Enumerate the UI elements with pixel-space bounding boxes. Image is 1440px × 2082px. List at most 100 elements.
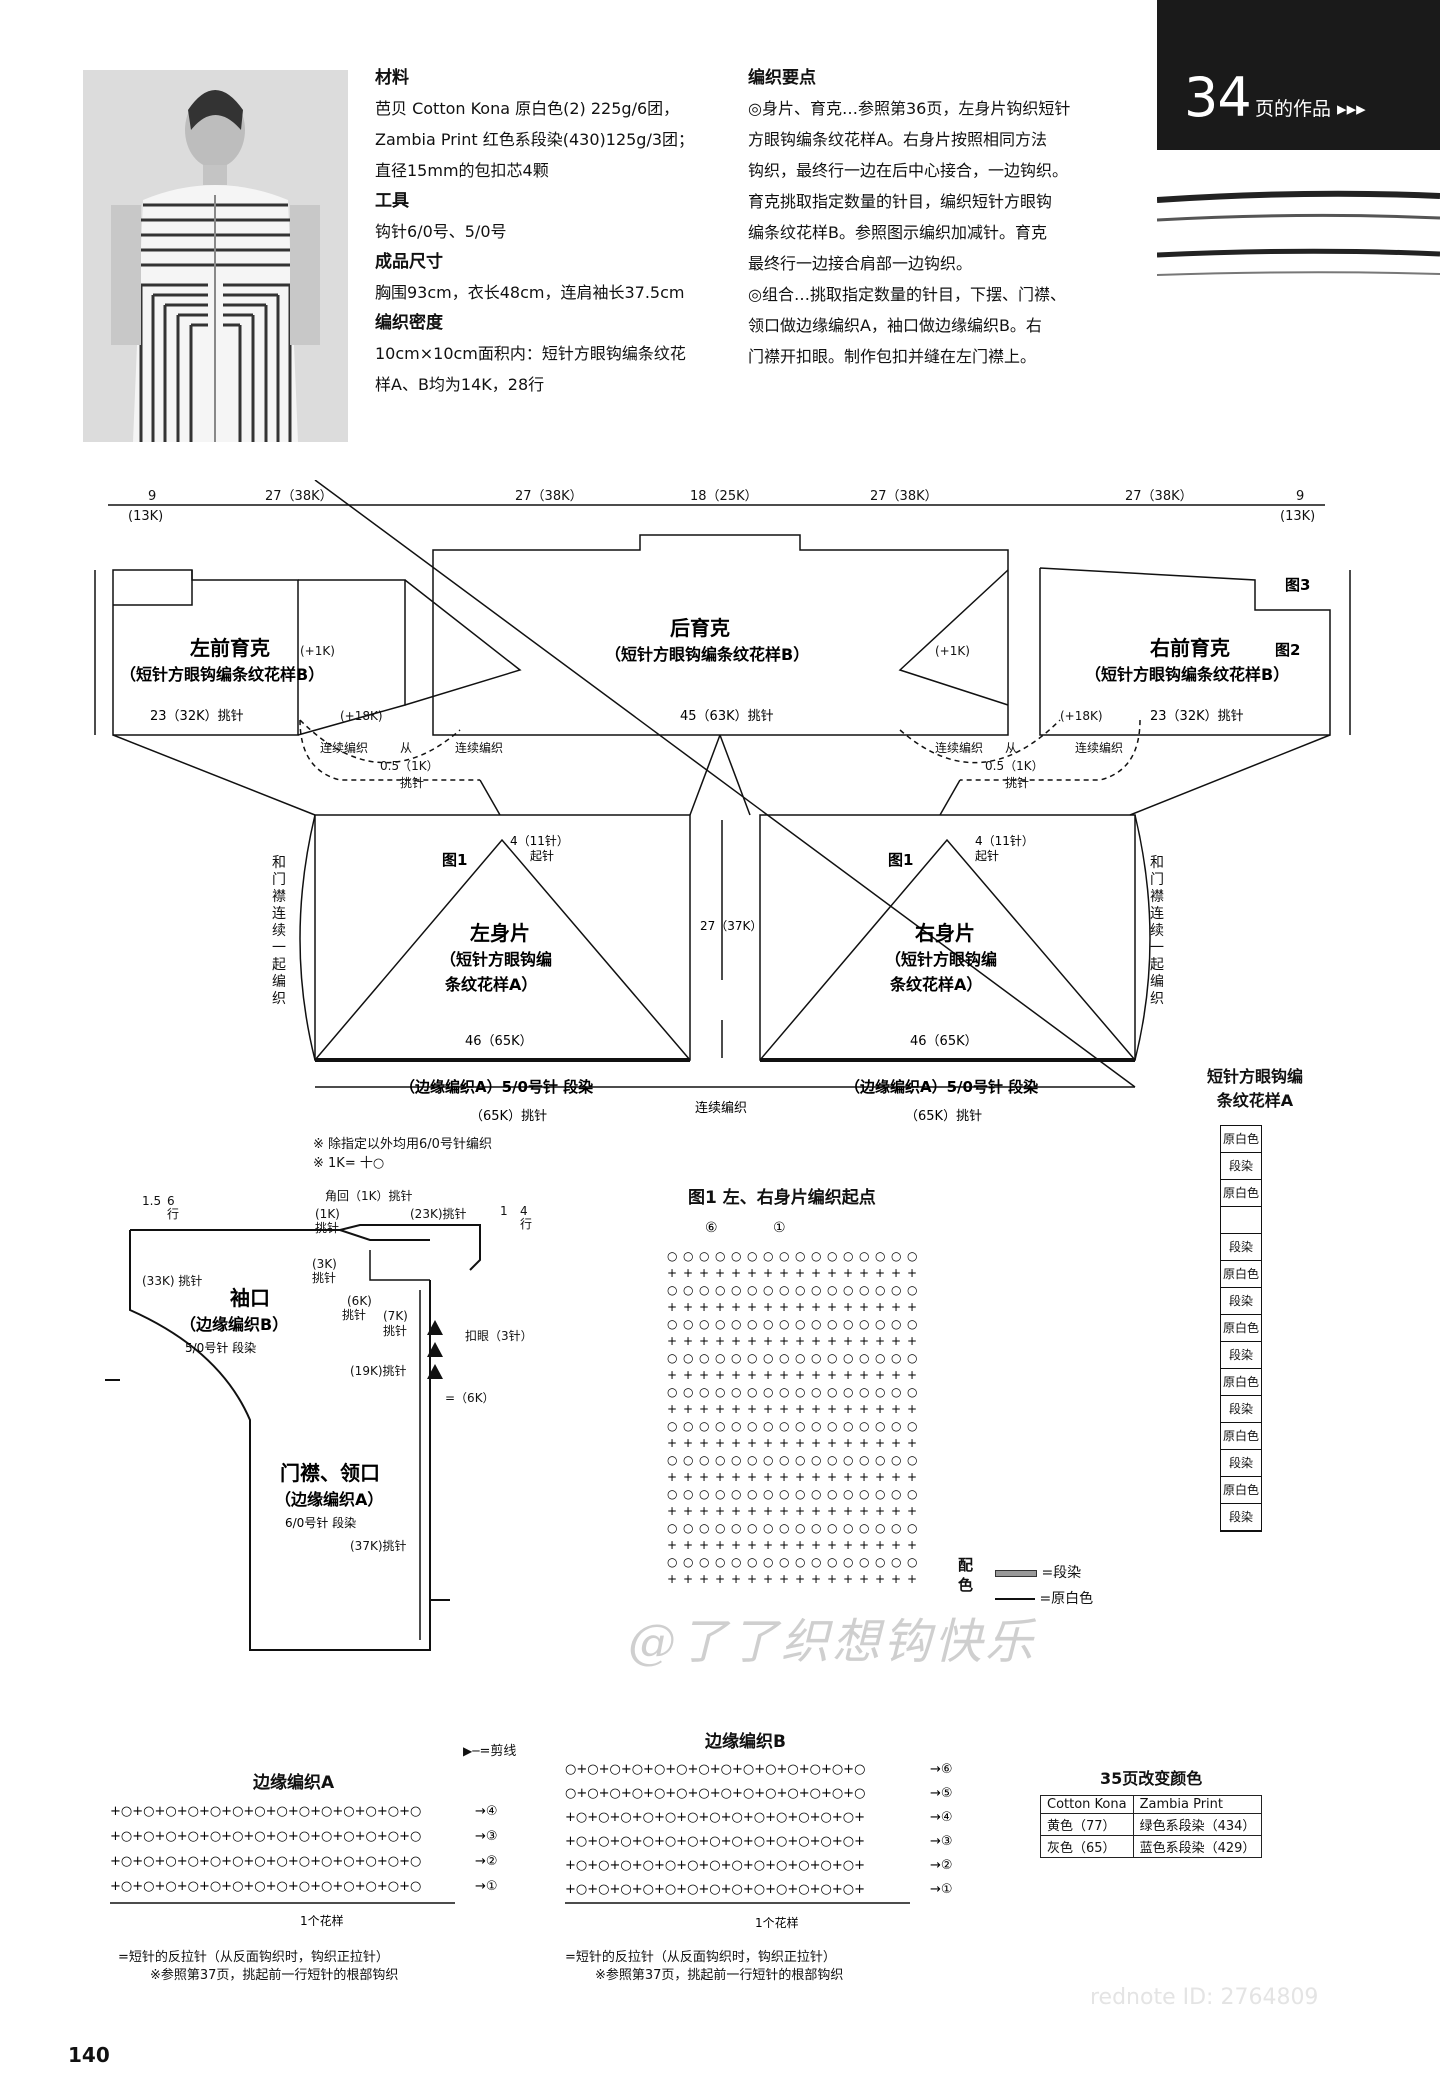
stitch-symbol: + bbox=[795, 1402, 805, 1416]
stitch-symbol: ○ bbox=[843, 1419, 853, 1433]
stitch-symbol: ○ bbox=[891, 1419, 901, 1433]
stitch-symbol: + bbox=[875, 1470, 885, 1484]
stitch-symbol: + bbox=[683, 1402, 693, 1416]
stitch-symbol: + bbox=[683, 1538, 693, 1552]
stitch-symbol: ○ bbox=[715, 1453, 725, 1467]
stitch-symbol: + bbox=[715, 1504, 725, 1518]
color-key-label: 配色 bbox=[958, 1556, 974, 1594]
right-body-top-start: 起针 bbox=[975, 848, 999, 863]
dim-label: 27（38K） bbox=[1125, 489, 1193, 504]
stitch-symbol: + bbox=[779, 1300, 789, 1314]
stitch-symbol: + bbox=[715, 1368, 725, 1382]
edge-b-repeat: 1个花样 bbox=[755, 1915, 799, 1930]
stitch-symbol: ○ bbox=[683, 1351, 693, 1365]
stitch-symbol: ○ bbox=[795, 1521, 805, 1535]
points-header: 编织要点 bbox=[748, 68, 816, 88]
stitch-symbol: ○ bbox=[891, 1317, 901, 1331]
left-body-width: 46（65K） bbox=[465, 1034, 533, 1049]
stitch-symbol: + bbox=[891, 1368, 901, 1382]
stripe-row bbox=[1221, 1207, 1261, 1234]
stitch-symbol: ○ bbox=[827, 1521, 837, 1535]
points-line: 编条纹花样B。参照图示编织加减针。育克 bbox=[748, 223, 1047, 242]
stitch-symbol: ○ bbox=[747, 1317, 757, 1331]
edge-a-row-stitches: +○+○+○+○+○+○+○+○+○+○+○+○+○+○ bbox=[110, 1829, 421, 1844]
stitch-symbol: ○ bbox=[907, 1283, 917, 1297]
model-photo bbox=[83, 70, 348, 442]
stitch-symbol: ○ bbox=[731, 1453, 741, 1467]
stitch-symbol: + bbox=[875, 1368, 885, 1382]
stitch-symbol: + bbox=[907, 1334, 917, 1348]
stripe-row: 段染 bbox=[1221, 1504, 1261, 1531]
cuff-label: 挑针 bbox=[315, 1220, 339, 1235]
shape-label: (+18K) bbox=[1060, 709, 1103, 723]
stitch-symbol: ○ bbox=[859, 1521, 869, 1535]
stitch-symbol: + bbox=[667, 1334, 677, 1348]
cuff-label: (7K) bbox=[383, 1309, 408, 1323]
stitch-symbol: ○ bbox=[763, 1555, 773, 1569]
stitch-symbol: + bbox=[811, 1402, 821, 1416]
edge-a-row-stitches: +○+○+○+○+○+○+○+○+○+○+○+○+○+○ bbox=[110, 1854, 421, 1869]
stitch-symbol: ○ bbox=[891, 1453, 901, 1467]
stitch-symbol: + bbox=[859, 1334, 869, 1348]
stripe-row: 段染 bbox=[1221, 1153, 1261, 1180]
stitch-symbol: + bbox=[859, 1538, 869, 1552]
stitch-symbol: ○ bbox=[875, 1317, 885, 1331]
cuff-label: (23K)挑针 bbox=[410, 1206, 467, 1221]
stitch-symbol: + bbox=[827, 1334, 837, 1348]
cuff-needle: 5/0号针 段染 bbox=[185, 1340, 256, 1355]
cuff-label: (33K) 挑针 bbox=[142, 1273, 202, 1288]
side-note-left: 和门襟连续一起编织 bbox=[272, 855, 286, 1007]
stitch-symbol: ○ bbox=[763, 1487, 773, 1501]
stitch-symbol: + bbox=[843, 1334, 853, 1348]
cuff-label: 1.5 bbox=[142, 1194, 161, 1208]
stripe-row-label: 段染 bbox=[1228, 1510, 1253, 1524]
stitch-symbol: ○ bbox=[891, 1385, 901, 1399]
stitch-symbol: ○ bbox=[811, 1283, 821, 1297]
stitch-symbol: ○ bbox=[747, 1419, 757, 1433]
table-cell: 黄色（77） bbox=[1040, 1813, 1134, 1836]
stitch-symbol: ○ bbox=[811, 1249, 821, 1263]
stripe-row-label: 原白色 bbox=[1222, 1483, 1259, 1497]
knitting-points-block: 编织要点 ◎身片、育克…参照第36页，左身片钩织短针 方眼钩编条纹花样A。右身片… bbox=[748, 63, 1103, 372]
edge-b-row-stitches: +○+○+○+○+○+○+○+○+○+○+○+○+○+ bbox=[565, 1834, 865, 1849]
stitch-symbol: + bbox=[827, 1402, 837, 1416]
stitch-symbol: + bbox=[747, 1436, 757, 1450]
shape-label: 连续编织 bbox=[455, 740, 503, 755]
stitch-symbol: ○ bbox=[699, 1351, 709, 1365]
stitch-symbol: ○ bbox=[779, 1317, 789, 1331]
stitch-symbol: ○ bbox=[779, 1555, 789, 1569]
stripe-row-label: 段染 bbox=[1228, 1456, 1253, 1470]
stitch-symbol: + bbox=[843, 1300, 853, 1314]
stitch-symbol: ○ bbox=[891, 1487, 901, 1501]
tools-header: 工具 bbox=[375, 191, 409, 211]
stitch-symbol: + bbox=[795, 1368, 805, 1382]
shape-label: 连续编织 bbox=[935, 740, 983, 755]
stitch-symbol: ○ bbox=[827, 1317, 837, 1331]
stitch-symbol: ○ bbox=[667, 1487, 677, 1501]
stitch-symbol: + bbox=[859, 1300, 869, 1314]
stitch-symbol: ○ bbox=[907, 1555, 917, 1569]
color-key-item: =原白色 bbox=[995, 1588, 1093, 1608]
stitch-symbol: ○ bbox=[763, 1249, 773, 1263]
stripe-a-title: 短针方眼钩编 条纹花样A bbox=[1190, 1063, 1320, 1111]
stitch-symbol: + bbox=[827, 1436, 837, 1450]
stitch-symbol: + bbox=[683, 1436, 693, 1450]
stitch-symbol: + bbox=[747, 1266, 757, 1280]
stitch-symbol: + bbox=[683, 1334, 693, 1348]
stitch-symbol: ○ bbox=[731, 1249, 741, 1263]
points-line: 育克挑取指定数量的针目，编织短针方眼钩 bbox=[748, 192, 1053, 211]
gauge-line: 样A、B均为14K，28行 bbox=[375, 375, 545, 394]
stitch-symbol: + bbox=[827, 1538, 837, 1552]
stitch-symbol: ○ bbox=[715, 1283, 725, 1297]
stitch-symbol: + bbox=[859, 1436, 869, 1450]
stitch-symbol: + bbox=[843, 1436, 853, 1450]
stitch-symbol: + bbox=[779, 1504, 789, 1518]
stitch-symbol: + bbox=[779, 1402, 789, 1416]
stitch-symbol: ○ bbox=[811, 1385, 821, 1399]
stitch-symbol: ○ bbox=[715, 1555, 725, 1569]
stitch-symbol: + bbox=[875, 1504, 885, 1518]
stitch-symbol: ○ bbox=[699, 1249, 709, 1263]
stitch-symbol: + bbox=[731, 1266, 741, 1280]
stitch-symbol: ○ bbox=[843, 1385, 853, 1399]
stitch-symbol: ○ bbox=[779, 1249, 789, 1263]
